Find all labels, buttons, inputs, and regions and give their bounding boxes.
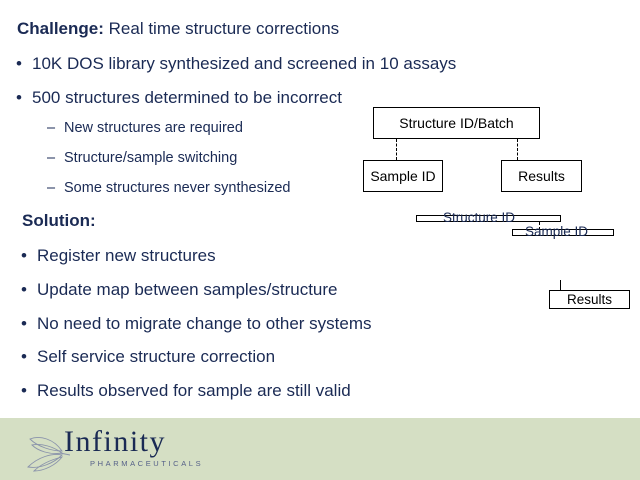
overlay-sample-box: [512, 229, 614, 236]
bullet-icon: •: [16, 54, 22, 73]
solution-bullet: •Update map between samples/structure: [21, 280, 338, 299]
diagram-connector: [517, 139, 518, 160]
logo-wordmark: Infinity: [64, 425, 166, 458]
solution-bullet: •Self service structure correction: [21, 347, 276, 366]
diagram-connector: [396, 139, 397, 160]
sub-bullet: –Structure/sample switching: [47, 150, 238, 166]
bullet-icon: •: [21, 347, 27, 366]
challenge-label: Challenge:: [17, 19, 104, 38]
bullet-icon: •: [21, 381, 27, 400]
sub-bullet: –Some structures never synthesized: [47, 180, 291, 196]
diagram-structure-batch-box: Structure ID/Batch: [373, 107, 540, 139]
overlay-structure-label: Structure ID: [443, 210, 516, 225]
diagram-sample-id-box: Sample ID: [363, 160, 443, 192]
bullet-icon: •: [21, 314, 27, 333]
bullet-icon: •: [21, 280, 27, 299]
bullet-icon: •: [16, 88, 22, 107]
dash-icon: –: [47, 150, 56, 166]
diagram-results-small-box: Results: [549, 290, 630, 309]
diagram-connector: [539, 222, 540, 230]
diagram-results-box: Results: [501, 160, 582, 192]
overlay-sample-label: Sample ID: [525, 224, 589, 239]
footer-band: [0, 418, 640, 480]
logo-tagline: PHARMACEUTICALS: [90, 459, 204, 468]
challenge-bullet: •500 structures determined to be incorre…: [16, 88, 342, 107]
overlay-structure-box: [416, 215, 561, 222]
dash-icon: –: [47, 180, 56, 196]
challenge-heading: Challenge: Real time structure correctio…: [17, 19, 339, 39]
dash-icon: –: [47, 120, 56, 136]
solution-bullet: •No need to migrate change to other syst…: [21, 314, 372, 333]
solution-heading: Solution:: [22, 211, 96, 230]
solution-bullet: •Results observed for sample are still v…: [21, 381, 351, 400]
challenge-text: Real time structure corrections: [103, 19, 340, 38]
challenge-bullet: •10K DOS library synthesized and screene…: [16, 54, 457, 73]
bullet-icon: •: [21, 246, 27, 265]
diagram-connector: [560, 280, 561, 290]
solution-bullet: •Register new structures: [21, 246, 216, 265]
sub-bullet: –New structures are required: [47, 120, 243, 136]
dragonfly-logo-icon: [27, 437, 70, 472]
